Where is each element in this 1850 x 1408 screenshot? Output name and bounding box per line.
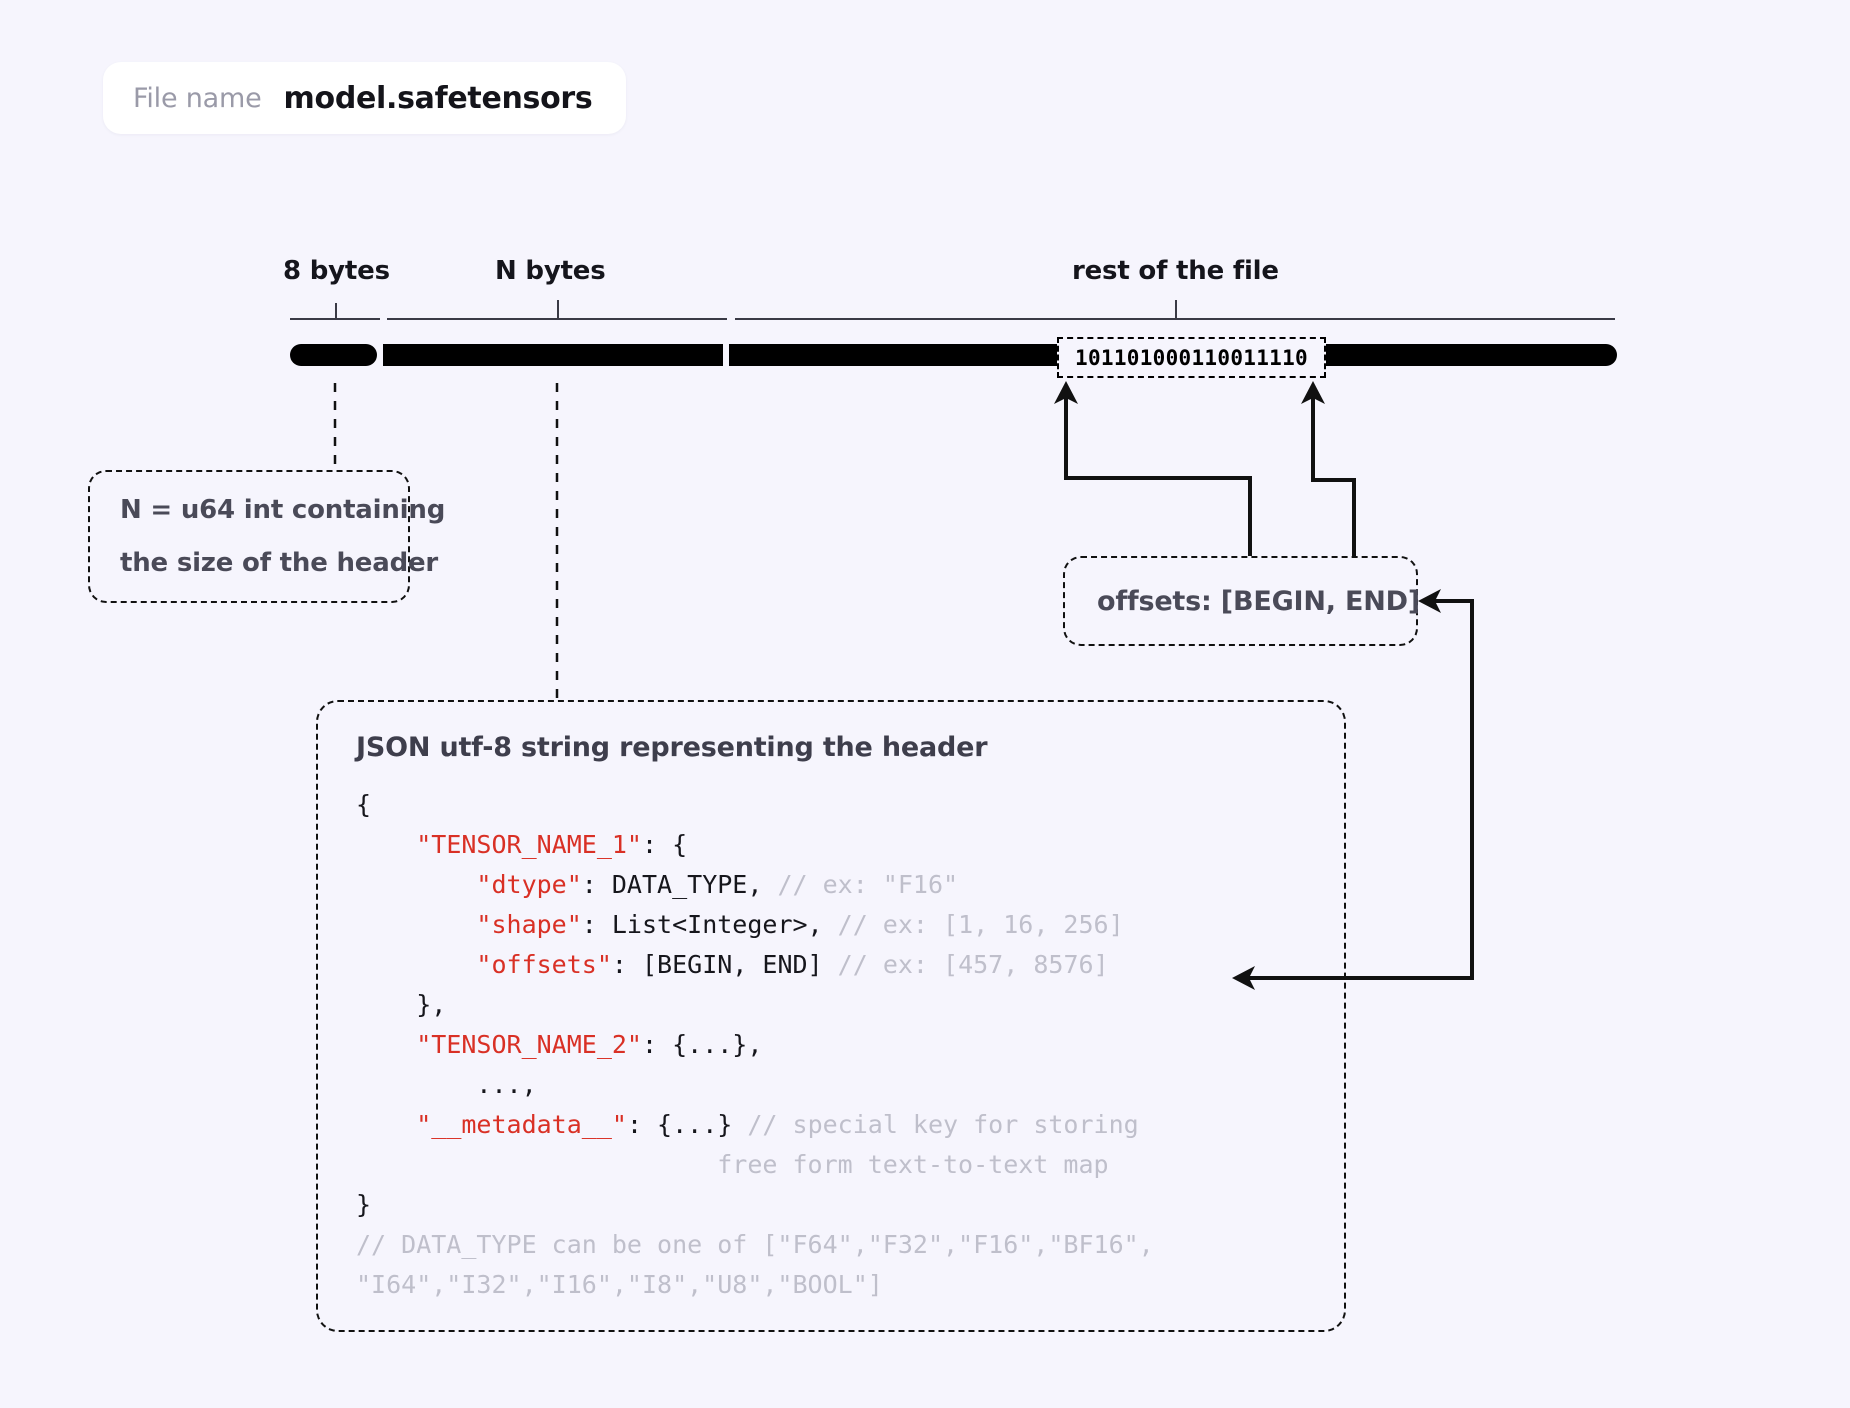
filename-value: model.safetensors (283, 80, 593, 116)
segment-label-n-bytes: N bytes (495, 256, 606, 286)
arrow-offsets-end-head (1301, 381, 1325, 404)
json-code-line: "TENSOR_NAME_2": {...}, (356, 1025, 1344, 1065)
json-comment: // ex: [1, 16, 256] (837, 910, 1124, 939)
arrow-offsets-end (1311, 394, 1356, 556)
filename-pill: File name model.safetensors (103, 62, 627, 134)
json-code-line: } (356, 1185, 1344, 1225)
json-text (356, 1110, 416, 1139)
binary-string-box: 101101000110011110 (1057, 337, 1326, 378)
json-comment: "I64","I32","I16","I8","U8","BOOL"] (356, 1270, 883, 1299)
json-code-line: "shape": List<Integer>, // ex: [1, 16, 2… (356, 905, 1344, 945)
json-text: }, (356, 990, 447, 1019)
filename-label: File name (133, 82, 262, 114)
json-key: "offsets" (476, 950, 612, 979)
json-text: { (356, 790, 372, 819)
tick-mark-n-bytes (557, 300, 559, 320)
arrow-offsets-begin-head (1054, 381, 1078, 404)
json-text: : List<Integer>, (581, 910, 838, 939)
json-comment: // ex: [457, 8576] (837, 950, 1109, 979)
json-code-line: ..., (356, 1065, 1344, 1105)
json-text (356, 870, 476, 899)
arrow-offsets-begin (1064, 394, 1252, 556)
json-code-block: { "TENSOR_NAME_1": { "dtype": DATA_TYPE,… (356, 785, 1344, 1305)
n-callout-line-1: N = u64 int containing (120, 494, 446, 525)
json-text: : {...} (626, 1110, 748, 1139)
json-code-line: "dtype": DATA_TYPE, // ex: "F16" (356, 865, 1344, 905)
json-key: "TENSOR_NAME_2" (416, 1030, 642, 1059)
offsets-callout-text: offsets: [BEGIN, END] (1097, 585, 1421, 617)
json-code-line: "I64","I32","I16","I8","U8","BOOL"] (356, 1265, 1344, 1305)
json-code-line: "TENSOR_NAME_1": { (356, 825, 1344, 865)
json-key: "TENSOR_NAME_1" (416, 830, 642, 859)
offsets-callout: offsets: [BEGIN, END] (1063, 556, 1421, 646)
tick-mark-rest-of-file (1175, 300, 1177, 320)
n-size-callout: N = u64 int containing the size of the h… (88, 470, 446, 603)
json-key: "__metadata__" (416, 1110, 627, 1139)
json-text (356, 910, 476, 939)
json-code-line: "__metadata__": {...} // special key for… (356, 1105, 1344, 1145)
bar-segment-8-bytes (290, 344, 377, 366)
binary-string-value: 101101000110011110 (1075, 345, 1308, 370)
json-code-line: // DATA_TYPE can be one of ["F64","F32",… (356, 1225, 1344, 1265)
tick-mark-8-bytes (335, 303, 337, 320)
json-text: } (356, 1190, 372, 1219)
json-text: : [BEGIN, END] (611, 950, 838, 979)
json-code-line: }, (356, 985, 1344, 1025)
json-text (356, 830, 416, 859)
json-panel-title: JSON utf-8 string representing the heade… (356, 732, 988, 763)
json-key: "dtype" (476, 870, 582, 899)
json-code-line: { (356, 785, 1344, 825)
json-code-line: "offsets": [BEGIN, END] // ex: [457, 857… (356, 945, 1344, 985)
json-comment: // ex: "F16" (777, 870, 959, 899)
n-callout-line-2: the size of the header (120, 547, 439, 578)
json-text: : { (642, 830, 688, 859)
json-text: : {...}, (642, 1030, 763, 1059)
bar-segment-n-bytes (383, 344, 723, 366)
json-comment: free form text-to-text map (717, 1150, 1109, 1179)
json-code-line: free form text-to-text map (356, 1145, 1344, 1185)
json-text (356, 950, 476, 979)
json-text (356, 1150, 717, 1179)
json-key: "shape" (476, 910, 582, 939)
json-text (356, 1030, 416, 1059)
json-text: ..., (356, 1070, 537, 1099)
arrow-json-offsets-head-left (1418, 589, 1441, 613)
segment-label-8-bytes: 8 bytes (283, 256, 390, 286)
json-header-panel: JSON utf-8 string representing the heade… (316, 700, 1346, 1332)
json-text: : DATA_TYPE, (581, 870, 778, 899)
json-comment: // special key for storing (747, 1110, 1139, 1139)
json-comment: // DATA_TYPE can be one of ["F64","F32",… (356, 1230, 1154, 1259)
segment-label-rest-of-file: rest of the file (1072, 256, 1279, 286)
